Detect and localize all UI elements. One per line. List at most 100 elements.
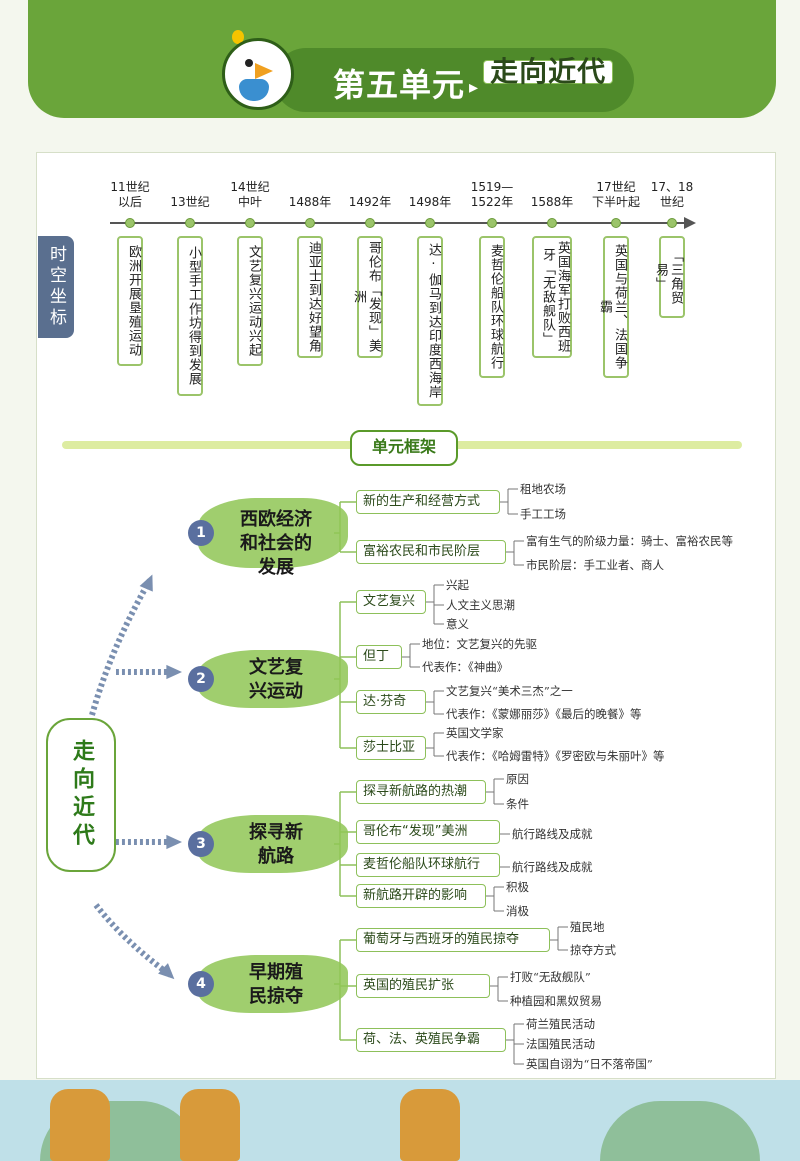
section-blob <box>198 955 348 1013</box>
leaf-text: 航行路线及成就 <box>512 827 593 841</box>
topic-box: 新航路开辟的影响 <box>356 884 486 908</box>
mindmap-root: 走向近代 <box>46 718 116 872</box>
timeline-tab: 时空坐标 <box>38 236 74 338</box>
hill-shape <box>600 1101 760 1161</box>
leaf-text: 打败“无敌舰队” <box>510 970 591 984</box>
topic-box: 哥伦布“发现”美洲 <box>356 820 500 844</box>
section-number-badge: 4 <box>188 971 214 997</box>
topic-box: 荷、法、英殖民争霸 <box>356 1028 506 1052</box>
section-title: 西欧经济和社会的发展 <box>240 509 312 578</box>
timeline-event: 英国海军打败西班牙「无敌舰队」 <box>532 236 572 358</box>
timeline-axis <box>110 222 688 224</box>
leaf-text: 消极 <box>506 904 529 918</box>
timeline-date: 13世纪 <box>170 195 210 209</box>
topic-box: 新的生产和经营方式 <box>356 490 500 514</box>
timeline-event: 「三角贸易」 <box>653 236 685 318</box>
topic-box: 英国的殖民扩张 <box>356 974 490 998</box>
timeline-date: 14世纪中叶 <box>230 180 270 209</box>
framework-title: 单元框架 <box>350 430 458 466</box>
leaf-text: 种植园和黑奴贸易 <box>510 994 602 1008</box>
leaf-text: 荷兰殖民活动 <box>526 1017 595 1031</box>
leaf-text: 兴起 <box>446 578 469 592</box>
timeline-event: 达·伽马到达印度西海岸 <box>417 236 443 406</box>
pagoda-icon <box>180 1089 240 1161</box>
unit-title-main: 第五单元 <box>333 66 466 104</box>
timeline-event: 文艺复兴运动兴起 <box>237 236 263 366</box>
leaf-text: 掠夺方式 <box>570 943 616 957</box>
timeline-event: 麦哲伦船队环球航行 <box>479 236 505 378</box>
timeline-dot <box>611 218 621 228</box>
timeline-date: 1488年 <box>288 195 332 209</box>
timeline-dot <box>305 218 315 228</box>
topic-box: 葡萄牙与西班牙的殖民掠夺 <box>356 928 550 952</box>
title-separator-icon: ▸ <box>469 76 480 98</box>
timeline-date: 1519—1522年 <box>470 180 514 209</box>
topic-box: 文艺复兴 <box>356 590 426 614</box>
pagoda-icon <box>400 1089 460 1161</box>
timeline-date: 1588年 <box>530 195 574 209</box>
section-node: 4 早期殖民掠夺 <box>188 955 348 1013</box>
section-blob <box>198 815 348 873</box>
content-card <box>36 152 776 1079</box>
section-title: 文艺复兴运动 <box>249 657 303 702</box>
section-blob <box>198 498 348 568</box>
leaf-text: 意义 <box>446 617 469 631</box>
timeline-event: 欧洲开展垦殖运动 <box>117 236 143 366</box>
timeline-event: 哥伦布「发现」美洲 <box>351 236 383 358</box>
timeline-date: 1498年 <box>408 195 452 209</box>
timeline-dot <box>125 218 135 228</box>
timeline-event: 英国与荷兰、法国争霸 <box>597 236 629 378</box>
leaf-text: 殖民地 <box>570 920 605 934</box>
timeline-dot <box>547 218 557 228</box>
section-node: 2 文艺复兴运动 <box>188 650 348 708</box>
leaf-text: 航行路线及成就 <box>512 860 593 874</box>
unit-header: 第五单元▸走向近代 <box>28 0 776 118</box>
timeline-date: 1492年 <box>348 195 392 209</box>
leaf-text: 富有生气的阶级力量：骑士、富裕农民等 <box>526 534 733 548</box>
unit-title-sub: 走向近代 <box>483 58 614 86</box>
leaf-text: 原因 <box>506 772 529 786</box>
topic-box: 麦哲伦船队环球航行 <box>356 853 500 877</box>
leaf-text: 积极 <box>506 880 529 894</box>
leaf-text: 租地农场 <box>520 482 566 496</box>
topic-box: 但丁 <box>356 645 402 669</box>
leaf-text: 市民阶层：手工业者、商人 <box>526 558 664 572</box>
leaf-text: 代表作：《哈姆雷特》《罗密欧与朱丽叶》等 <box>446 749 665 763</box>
section-title: 探寻新航路 <box>249 822 303 867</box>
topic-box: 莎士比亚 <box>356 736 426 760</box>
section-blob <box>198 650 348 708</box>
leaf-text: 文艺复兴“美术三杰”之一 <box>446 684 573 698</box>
axis-arrow-icon <box>684 217 696 229</box>
section-number-badge: 3 <box>188 831 214 857</box>
leaf-text: 地位：文艺复兴的先驱 <box>422 637 537 651</box>
leaf-text: 条件 <box>506 797 529 811</box>
leaf-text: 英国自诩为“日不落帝国” <box>526 1057 653 1071</box>
section-title: 早期殖民掠夺 <box>249 962 303 1007</box>
leaf-text: 英国文学家 <box>446 726 504 740</box>
leaf-text: 人文主义思潮 <box>446 598 515 612</box>
section-number-badge: 2 <box>188 666 214 692</box>
mascot-goose-icon <box>222 38 294 110</box>
unit-title: 第五单元▸走向近代 <box>333 58 614 106</box>
pagoda-icon <box>50 1089 110 1161</box>
leaf-text: 代表作：《神曲》 <box>422 660 509 674</box>
timeline-dot <box>425 218 435 228</box>
section-node: 3 探寻新航路 <box>188 815 348 873</box>
timeline-event: 小型手工作坊得到发展 <box>177 236 203 396</box>
timeline-dot <box>185 218 195 228</box>
bottom-decoration <box>0 1080 800 1161</box>
topic-box: 探寻新航路的热潮 <box>356 780 486 804</box>
timeline-date: 11世纪以后 <box>110 180 150 209</box>
lightbulb-icon <box>232 30 244 44</box>
section-node: 1 西欧经济和社会的发展 <box>188 498 348 578</box>
leaf-text: 手工工场 <box>520 507 566 521</box>
section-number-badge: 1 <box>188 520 214 546</box>
timeline-date: 17世纪下半叶起 <box>591 180 640 209</box>
leaf-text: 法国殖民活动 <box>526 1037 595 1051</box>
timeline-dot <box>245 218 255 228</box>
timeline-dot <box>487 218 497 228</box>
topic-box: 达·芬奇 <box>356 690 426 714</box>
timeline-dot <box>365 218 375 228</box>
timeline-dot <box>667 218 677 228</box>
